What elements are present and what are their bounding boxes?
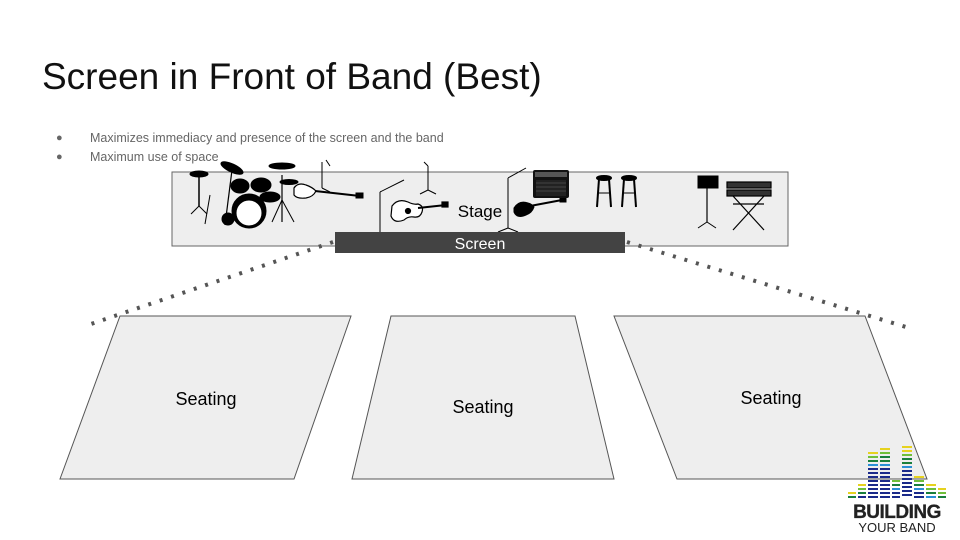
seating-block-left	[59, 315, 352, 480]
amplifier-icon	[533, 170, 569, 198]
bass-guitar-icon	[293, 159, 364, 199]
bullet-text: Maximizes immediacy and presence of the …	[90, 131, 444, 145]
screen-bar	[335, 232, 625, 253]
bullet-text: Maximum use of space	[90, 150, 219, 164]
building-your-band-logo: BUILDING YOUR BAND	[848, 446, 946, 535]
keyboard-icon	[726, 181, 772, 231]
bullet-list: ● Maximizes immediacy and presence of the…	[56, 129, 444, 167]
screen-label: Screen	[455, 236, 506, 253]
seating-label: Seating	[175, 389, 236, 409]
bar-stool-icon	[596, 175, 637, 208]
logo-line1: BUILDING	[853, 502, 941, 523]
slide-title: Screen in Front of Band (Best)	[42, 56, 542, 97]
bullet-item: ● Maximizes immediacy and presence of the…	[56, 129, 444, 148]
electric-guitar-icon	[513, 196, 567, 217]
bullet-item: ● Maximum use of space	[56, 148, 444, 167]
music-stand-icon	[697, 175, 719, 229]
stage-label: Stage	[458, 202, 502, 221]
seating-label: Seating	[740, 388, 801, 408]
sightline-right	[626, 240, 907, 329]
seating-block-right	[613, 315, 928, 480]
bullet-icon: ●	[56, 151, 63, 163]
logo-equalizer-icon	[848, 446, 946, 498]
acoustic-guitar-icon	[390, 200, 449, 222]
seating-label: Seating	[452, 397, 513, 417]
seating-block-center	[351, 315, 615, 480]
logo-line2: YOUR BAND	[858, 520, 935, 535]
bullet-icon: ●	[56, 132, 63, 144]
drum-kit-icon	[189, 161, 299, 229]
sightline-left	[87, 240, 334, 327]
